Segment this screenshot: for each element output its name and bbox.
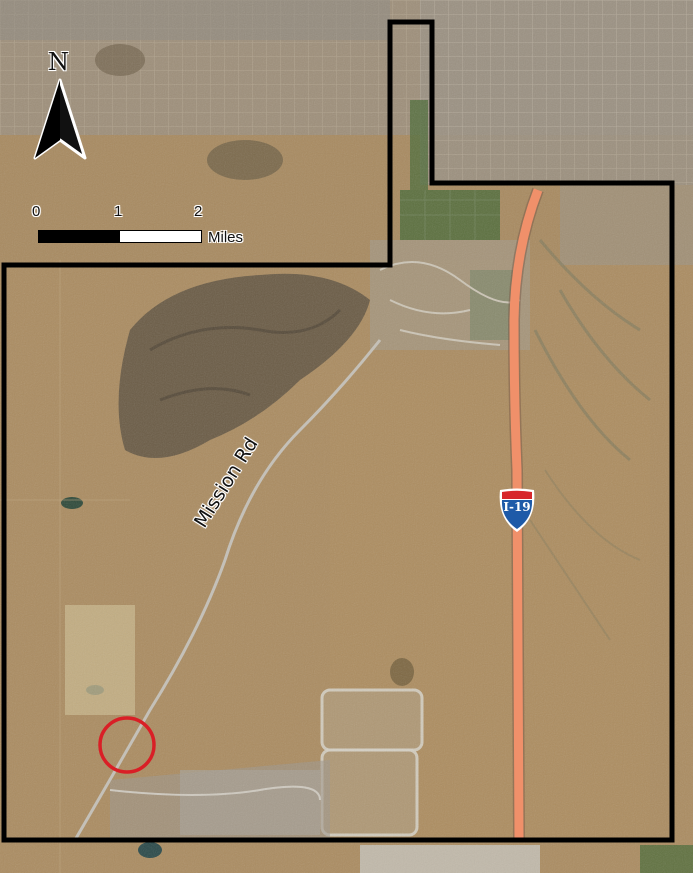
north-arrow-icon: [33, 78, 87, 160]
scale-unit-label: Miles: [208, 229, 244, 246]
study-area-boundary: [1, 19, 675, 843]
scale-bar-graphic: [38, 230, 202, 243]
location-marker-circle[interactable]: [98, 716, 156, 774]
scale-tick-1: 1: [114, 203, 123, 220]
mission-road-line: [73, 339, 382, 841]
scale-tick-0: 0: [32, 203, 41, 220]
interstate-shield-label: I-19: [503, 500, 531, 514]
interstate-shield-icon: [499, 488, 535, 532]
i19-highway-line: [509, 188, 543, 839]
north-label: N: [48, 48, 69, 76]
scale-tick-2: 2: [194, 203, 203, 220]
